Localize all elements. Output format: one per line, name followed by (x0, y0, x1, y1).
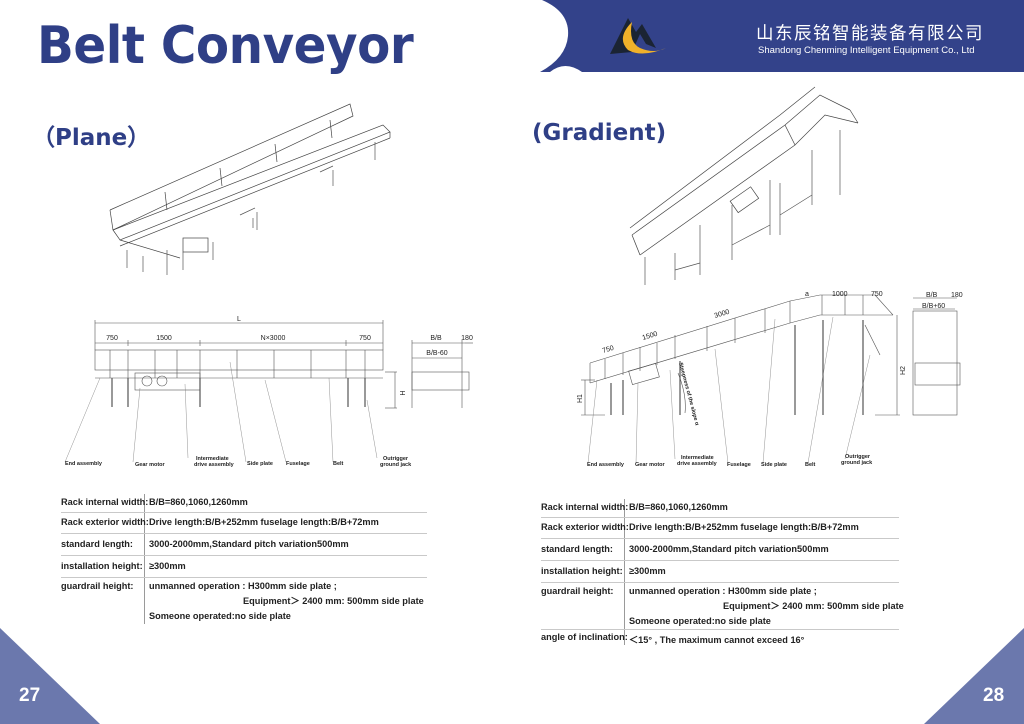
callout-belt: Belt (805, 462, 816, 468)
spec-value: ≥300mm (629, 566, 666, 576)
callout-ground-jack: ground jack (841, 460, 873, 466)
dim-1500: 1500 (156, 335, 172, 342)
page-number-right: 28 (983, 685, 1005, 706)
spec-label: Rack internal width: (541, 502, 629, 512)
spec-row: standard length: 3000-2000mm,Standard pi… (541, 539, 899, 561)
dim-750-a: 750 (106, 335, 118, 342)
spec-value: Drive length:B/B+252mm fuselage length:B… (149, 517, 379, 527)
dim-180: 180 (461, 335, 473, 342)
dim-750-a: 750 (602, 345, 615, 355)
company-logo-icon (610, 18, 666, 54)
spec-label: Rack internal width: (61, 497, 149, 507)
callout-gear-motor: Gear motor (635, 462, 666, 468)
spec-label: installation height: (541, 566, 623, 576)
callout-ground-jack: ground jack (380, 462, 412, 468)
callout-side-plate: Side plate (761, 462, 787, 468)
dim-bb: B/B (430, 335, 442, 342)
spec-row: Rack internal width: B/B=860,1060,1260mm (541, 499, 899, 518)
spec-row: Rack exterior width: Drive length:B/B+25… (541, 517, 899, 539)
spec-value: B/B=860,1060,1260mm (149, 497, 248, 507)
spec-value: unmanned operation : H300mm side plate ; (149, 581, 337, 591)
dim-bb-60: B/B+60 (922, 303, 945, 310)
spec-value: unmanned operation : H300mm side plate ; (629, 586, 817, 596)
section-title-plane: （Plane） (32, 125, 151, 151)
spec-label: guardrail height: (61, 581, 134, 591)
spec-row: installation height: ≥300mm (61, 556, 427, 578)
plane-conveyor-isometric (109, 103, 391, 275)
callout-outrigger: Outrigger (845, 454, 871, 460)
spec-value: 3000-2000mm,Standard pitch variation500m… (629, 544, 829, 554)
callout-end-assembly: End assembly (587, 462, 625, 468)
gradient-technical-drawing: 750 1500 3000 a 1000 750 B/B 180 B/B+60 … (577, 291, 963, 468)
callout-fuselage: Fuselage (727, 462, 751, 468)
dim-1500: 1500 (642, 331, 659, 342)
callout-intermediate: Intermediate (681, 455, 714, 461)
callout-outrigger: Outrigger (383, 456, 409, 462)
dim-3000: 3000 (714, 309, 731, 320)
dim-a: a (805, 291, 809, 298)
dim-H1: H1 (577, 394, 584, 403)
dim-750-b: 750 (871, 291, 883, 298)
page-title: Belt Conveyor (37, 16, 414, 76)
spec-row: Rack exterior width: Drive length:B/B+25… (61, 512, 427, 534)
dim-bb-60: B/B-60 (426, 350, 448, 357)
callout-end-assembly: End assembly (65, 461, 103, 467)
callout-fuselage: Fuselage (286, 461, 310, 467)
corner-tab-left (0, 628, 100, 724)
spec-table-gradient: Rack internal width: B/B=860,1060,1260mm… (541, 499, 904, 645)
spec-label: standard length: (61, 539, 133, 549)
dim-H: H (398, 390, 405, 395)
spec-label: standard length: (541, 544, 613, 554)
dim-1000: 1000 (832, 291, 848, 298)
spec-row: standard length: 3000-2000mm,Standard pi… (61, 534, 427, 556)
spec-value: B/B=860,1060,1260mm (629, 502, 728, 512)
company-name-cn: 山东辰铭智能装备有限公司 (756, 24, 984, 44)
spec-row: installation height: ≥300mm (541, 561, 899, 583)
callout-side-plate: Side plate (247, 461, 273, 467)
spec-label: angle of inclination: (541, 632, 628, 642)
spec-table-plane: Rack internal width: B/B=860,1060,1260mm… (61, 494, 427, 626)
corner-tab-right (924, 628, 1024, 724)
dim-L: L (237, 316, 241, 323)
spec-label: installation height: (61, 561, 143, 571)
spec-label: guardrail height: (541, 586, 614, 596)
section-title-gradient: (Gradient) (532, 120, 667, 146)
spec-divider (144, 494, 145, 624)
page-number-left: 27 (19, 685, 41, 706)
spec-row: guardrail height: unmanned operation : H… (541, 583, 904, 630)
spec-value: ≥300mm (149, 561, 186, 571)
spec-row: Rack internal width: B/B=860,1060,1260mm (61, 494, 427, 513)
spec-value: Drive length:B/B+252mm fuselage length:B… (629, 522, 859, 532)
spec-row: guardrail height: unmanned operation : H… (61, 578, 427, 624)
gradient-conveyor-isometric (629, 86, 859, 285)
dim-H2: H2 (900, 366, 907, 375)
spec-label: Rack exterior width: (541, 522, 629, 532)
spec-value: Equipment＞ 2400 mm: 500mm side plate (243, 596, 424, 606)
callout-drive-assembly: drive assembly (677, 461, 718, 467)
spec-divider (624, 499, 625, 645)
callout-belt: Belt (333, 461, 344, 467)
spec-row: angle of inclination: ＜15° , The maximum… (541, 630, 899, 645)
dim-bb: B/B (926, 292, 938, 299)
spec-label: Rack exterior width: (61, 517, 149, 527)
header-banner (520, 0, 1024, 72)
callout-drive-assembly: drive assembly (194, 462, 235, 468)
callout-gear-motor: Gear motor (135, 462, 166, 468)
company-name-en: Shandong Chenming Intelligent Equipment … (758, 45, 975, 56)
spec-value: Someone operated:no side plate (629, 616, 771, 626)
dim-180: 180 (951, 292, 963, 299)
callout-intermediate: Intermediate (196, 456, 229, 462)
plane-technical-drawing: L 750 1500 N×3000 750 B/B 180 B/B-60 H E… (64, 316, 473, 468)
spec-value: ＜15° , The maximum cannot exceed 16° (629, 635, 805, 645)
spec-value: Someone operated:no side plate (149, 611, 291, 621)
spec-value: Equipment＞ 2400 mm: 500mm side plate (723, 601, 904, 611)
dim-750-b: 750 (359, 335, 371, 342)
spec-value: 3000-2000mm,Standard pitch variation500m… (149, 539, 349, 549)
dim-nx3000: N×3000 (261, 335, 286, 342)
